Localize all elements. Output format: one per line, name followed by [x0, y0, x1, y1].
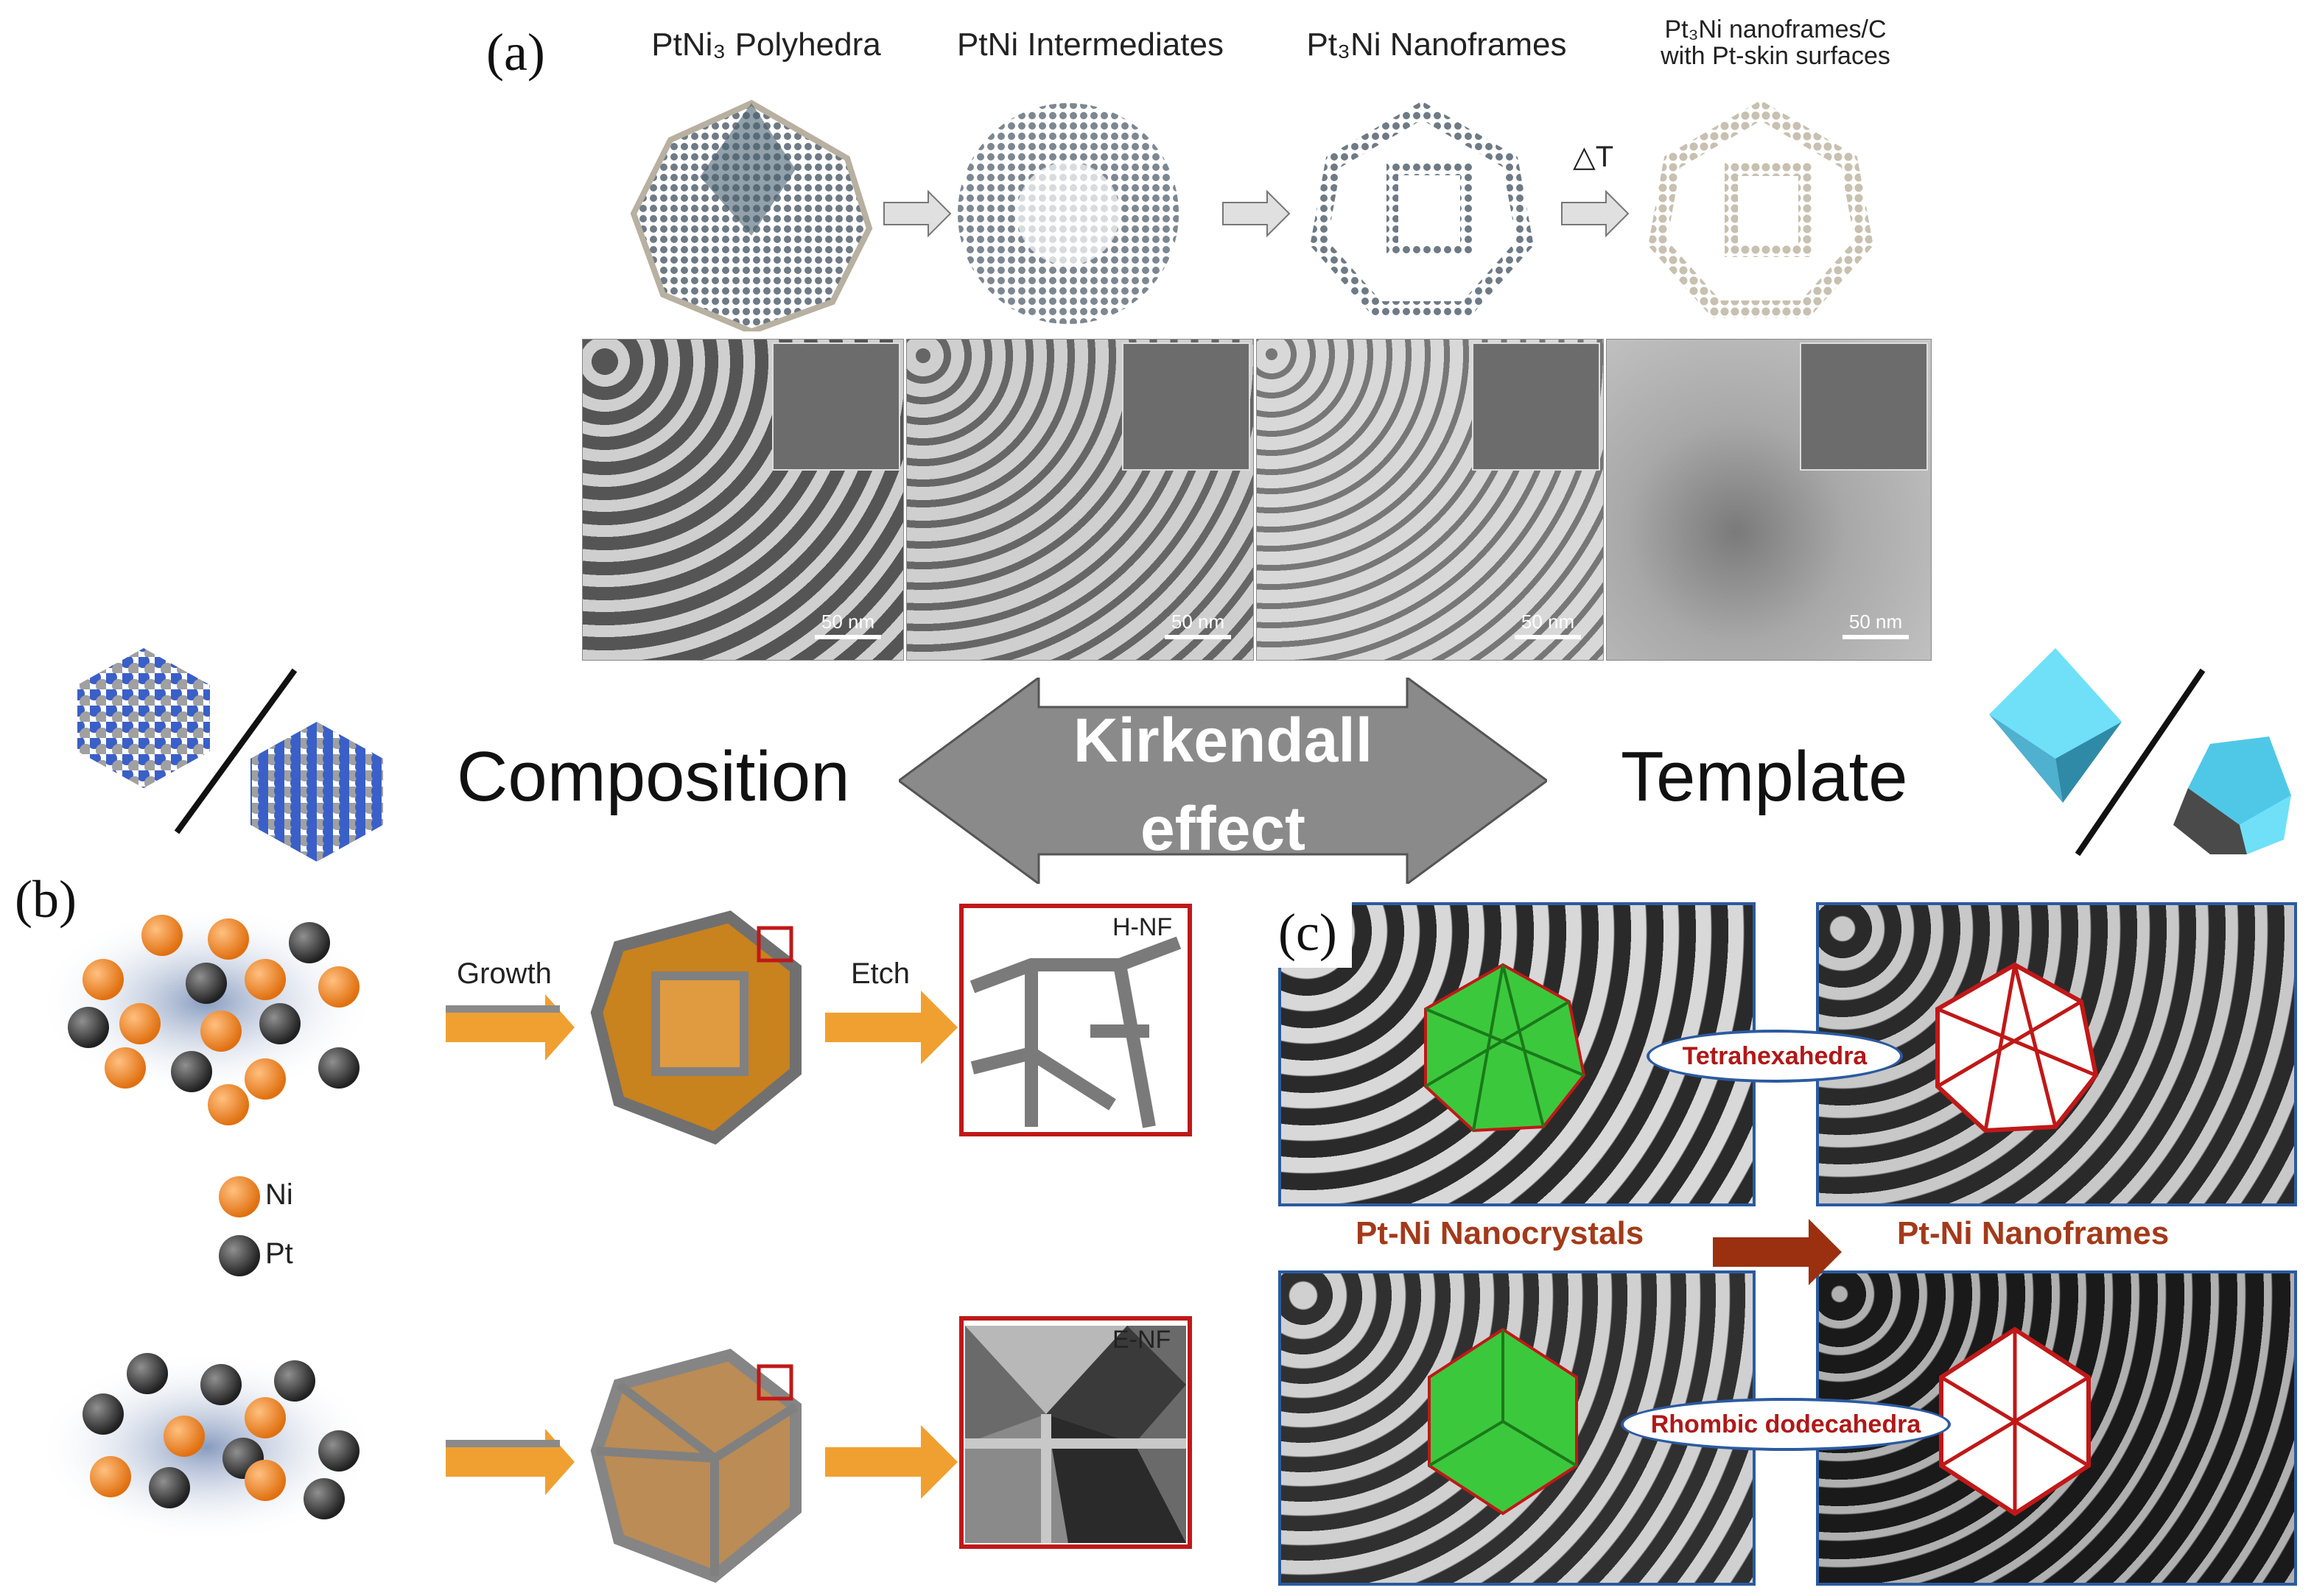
legend-pt-label: Pt: [265, 1237, 293, 1270]
hexagon-low-ni: [77, 648, 210, 788]
stage-title-skin-line1: Pt₃Ni nanoframes/C: [1664, 15, 1887, 43]
hexagon-high-ni: [250, 722, 383, 862]
kirkendall-line1: Kirkendall: [1073, 706, 1373, 775]
tem-inset-4: [1800, 342, 1928, 471]
kirkendall-double-arrow: [899, 678, 1547, 884]
tem-image-3: 50 nm: [1256, 339, 1604, 661]
etch-label: Etch: [851, 957, 911, 990]
hnf-zoom-box: [959, 904, 1192, 1136]
intermediates-model: [958, 103, 1179, 324]
panel-a-models: [630, 99, 1873, 331]
tem-inset-3: [1472, 342, 1600, 471]
arrow-1: [883, 189, 952, 238]
etch-arrow-top: [825, 991, 958, 1064]
nanocrystal-to-nanoframe-arrow: [1713, 1219, 1842, 1285]
nanoframe-model: [1310, 101, 1534, 317]
tem-scalebar-2: 50 nm: [1165, 611, 1231, 639]
stage-title-polyhedra: PtNi₃ Polyhedra: [651, 27, 881, 63]
delta-t-label: △T: [1573, 141, 1614, 173]
legend-pt-ball: [219, 1235, 260, 1276]
legend-atoms: [219, 1176, 260, 1276]
panel-b-diagram: [44, 904, 1192, 1583]
enf-zoom-box: [959, 1316, 1192, 1549]
precursor-atoms-top: [68, 915, 360, 1125]
tetrahexahedron-solid: [1424, 963, 1586, 1133]
rhombic-dodecahedron-solid: [1428, 1327, 1578, 1516]
rhombic-dodecahedron-frame: [1939, 1326, 2091, 1516]
nanoframes-label: Pt-Ni Nanoframes: [1897, 1215, 2170, 1251]
rhombic-dodecahedra-label: Rhombic dodecahedra: [1621, 1398, 1951, 1451]
template-icon: [1989, 648, 2291, 857]
stage-title-intermediates: PtNi Intermediates: [957, 27, 1224, 63]
tem-scalebar-4: 50 nm: [1843, 611, 1909, 639]
hnf-label: H-NF: [1112, 913, 1173, 941]
rhombic-dodecahedron-bottom: [590, 1349, 802, 1583]
tem-image-1: 50 nm: [582, 339, 904, 661]
arrow-2: [1222, 189, 1291, 238]
tem-inset-1: [772, 342, 900, 471]
tetrahexahedra-label: Tetrahexahedra: [1647, 1030, 1903, 1083]
growth-arrow-top: [446, 994, 575, 1061]
stage-title-nanoframes: Pt₃Ni Nanoframes: [1306, 27, 1567, 63]
precursor-atoms-bottom: [83, 1353, 360, 1519]
tem-scalebar-1: 50 nm: [815, 611, 881, 639]
template-label: Template: [1621, 737, 1908, 816]
panel-c-letter: (c): [1278, 902, 1352, 968]
polyhedra-model: [630, 99, 873, 331]
panel-b-letter: (b): [15, 870, 77, 929]
growth-arrow-bottom: [446, 1429, 575, 1495]
etch-arrow-bottom: [825, 1425, 958, 1499]
octahedron-shape: [1989, 648, 2122, 803]
skin-nanoframe-model: [1648, 100, 1873, 318]
divider-slash-right: [2075, 668, 2206, 857]
nanocrystals-label: Pt-Ni Nanocrystals: [1356, 1215, 1644, 1251]
tetrahexahedron-frame: [1935, 962, 2099, 1133]
stage-title-skin-line2: with Pt-skin surfaces: [1661, 42, 1890, 70]
kirkendall-line2: effect: [1140, 794, 1306, 863]
icosahedron-shape: [2173, 737, 2291, 854]
legend-ni-ball: [219, 1176, 260, 1217]
panel-c-overlays: [1424, 962, 2099, 1516]
composition-label: Composition: [457, 737, 850, 816]
legend-ni-label: Ni: [265, 1178, 293, 1211]
growth-label: Growth: [457, 957, 552, 990]
tem-inset-2: [1122, 342, 1250, 471]
tem-scalebar-3: 50 nm: [1515, 611, 1581, 639]
arrow-3: [1561, 189, 1630, 238]
tem-image-4: 50 nm: [1606, 339, 1932, 661]
tem-image-2: 50 nm: [906, 339, 1254, 661]
panel-a-letter: (a): [486, 23, 545, 82]
composition-icon: [77, 648, 383, 862]
divider-slash-left: [174, 668, 298, 834]
enf-label: E-NF: [1112, 1326, 1171, 1354]
rhombic-dodecahedron-top: [590, 910, 802, 1145]
